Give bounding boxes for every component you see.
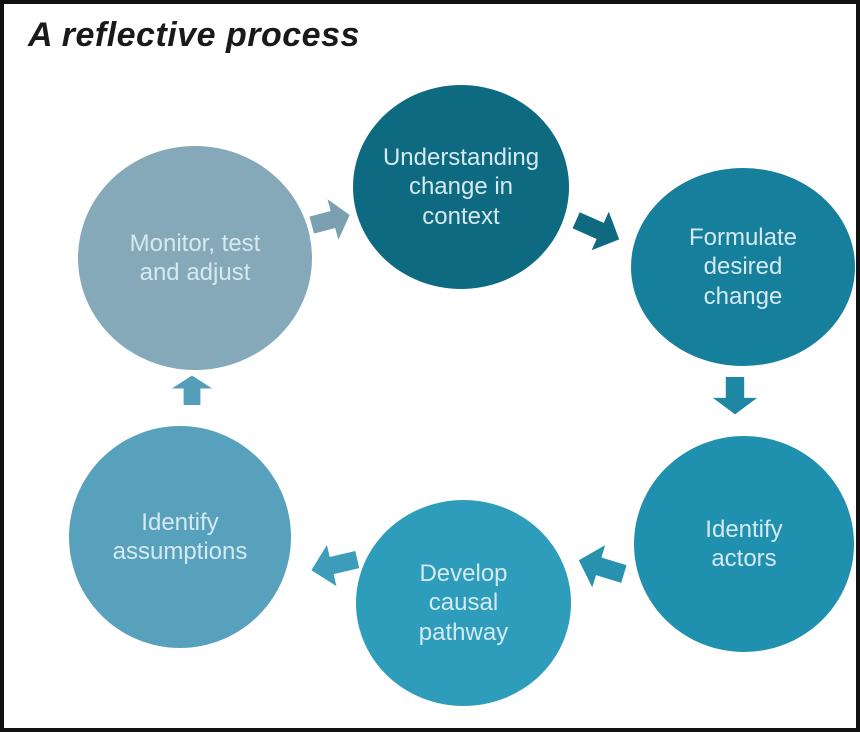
step-label: Understanding change in context (382, 144, 540, 230)
arrow-actors-to-develop-icon (571, 538, 630, 596)
step-identify-actors: Identify actors (634, 436, 854, 652)
step-identify-assumptions: Identify assumptions (69, 426, 291, 648)
step-label: Develop causal pathway (418, 560, 509, 646)
arrow-assumptions-to-monitor-icon (171, 375, 213, 405)
step-label: Formulate desired change (688, 224, 798, 310)
arrow-formulate-to-actors-icon (712, 377, 758, 415)
step-formulate-desired-change: Formulate desired change (631, 168, 855, 366)
arrow-understanding-to-formulate-icon (567, 200, 629, 260)
step-understanding-change-in-context: Understanding change in context (353, 85, 569, 289)
step-monitor-test-and-adjust: Monitor, test and adjust (78, 146, 312, 370)
diagram-title: A reflective process (28, 16, 360, 54)
step-label: Identify actors (705, 515, 783, 572)
step-label: Identify assumptions (112, 508, 248, 565)
step-label: Monitor, test and adjust (129, 229, 261, 286)
arrow-monitor-to-understanding-icon (306, 194, 356, 247)
arrow-develop-to-assumptions-icon (306, 538, 363, 592)
step-develop-causal-pathway: Develop causal pathway (356, 500, 571, 706)
